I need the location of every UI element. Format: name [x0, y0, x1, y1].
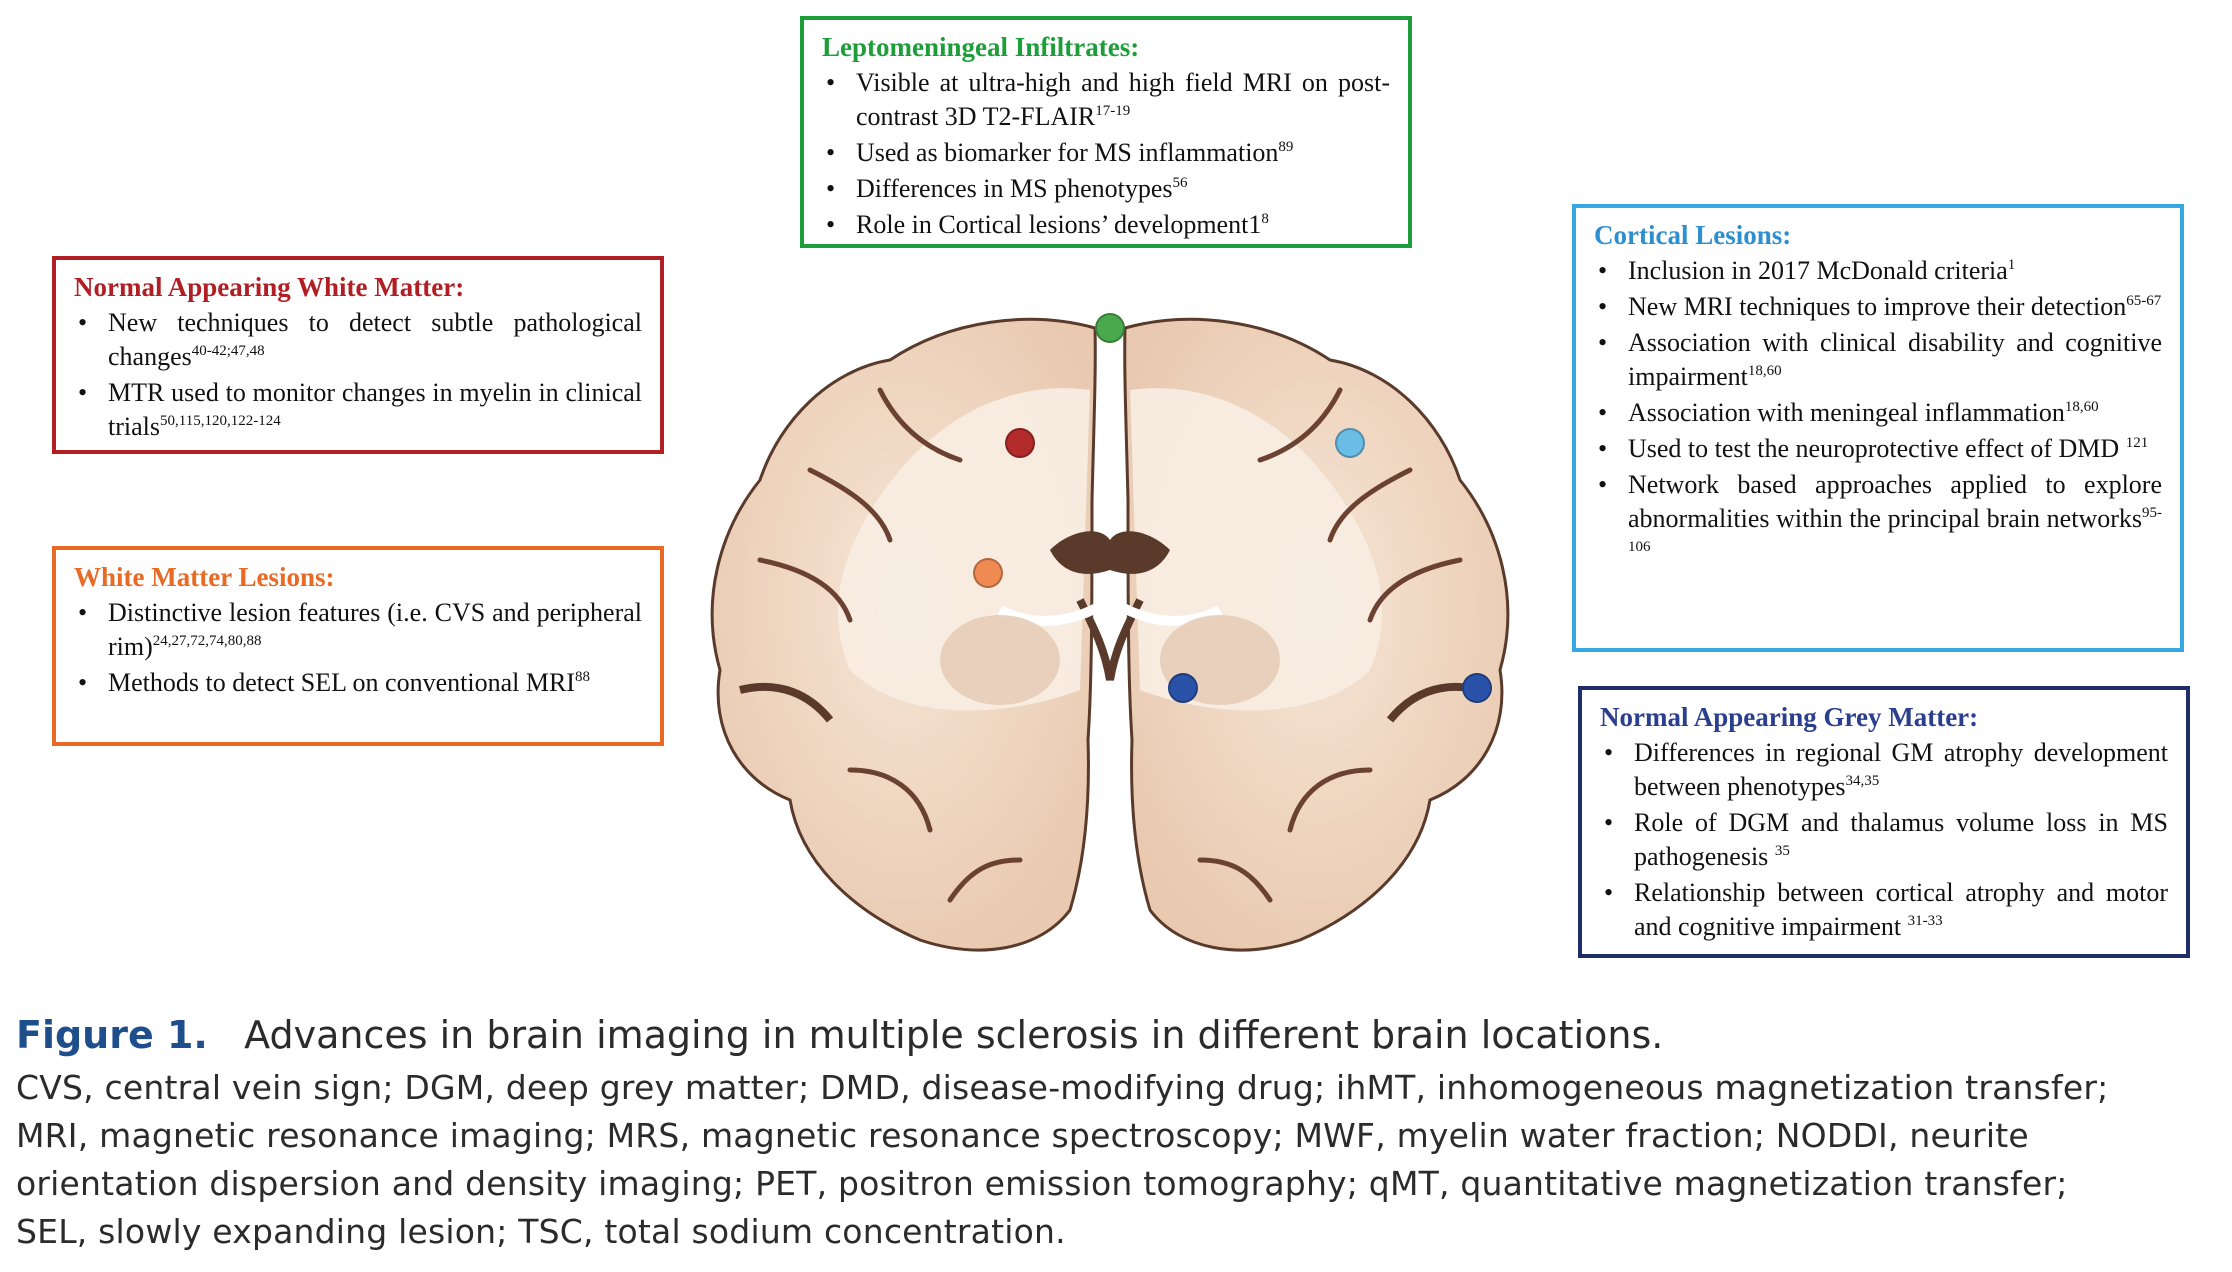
box-title: White Matter Lesions:	[74, 562, 335, 592]
brain-coronal-section-illustration	[710, 317, 1510, 952]
list-item: Role in Cortical lesions’ development18	[822, 208, 1390, 242]
wm-lesions-marker-dot	[973, 558, 1003, 588]
list-item: New MRI techniques to improve their dete…	[1594, 290, 2162, 324]
list-item: Relationship between cortical atrophy an…	[1600, 876, 2168, 944]
list-item: Association with meningeal inflammation1…	[1594, 396, 2162, 430]
nagm-marker-dot-deep	[1168, 673, 1198, 703]
box-title: Cortical Lesions:	[1594, 220, 1792, 250]
list-item: Differences in MS phenotypes56	[822, 172, 1390, 206]
figure-caption: Figure 1. Advances in brain imaging in m…	[16, 1010, 2216, 1256]
white-matter-lesions-box: White Matter Lesions: Distinctive lesion…	[52, 546, 664, 746]
box-title: Normal Appearing Grey Matter:	[1600, 702, 1979, 732]
list-item: Distinctive lesion features (i.e. CVS an…	[74, 596, 642, 664]
list-item: New techniques to detect subtle patholog…	[74, 306, 642, 374]
figure-label: Figure 1.	[16, 1013, 208, 1057]
list-item: Association with clinical disability and…	[1594, 326, 2162, 394]
list-item: Network based approaches applied to expl…	[1594, 468, 2162, 570]
caption-abbreviations-line: MRI, magnetic resonance imaging; MRS, ma…	[16, 1116, 2029, 1155]
list-item: Differences in regional GM atrophy devel…	[1600, 736, 2168, 804]
caption-abbreviations-line: SEL, slowly expanding lesion; TSC, total…	[16, 1212, 1066, 1251]
normal-appearing-white-matter-box: Normal Appearing White Matter: New techn…	[52, 256, 664, 454]
list-item: Methods to detect SEL on conventional MR…	[74, 666, 642, 700]
figure-panel: Leptomeningeal Infiltrates: Visible at u…	[0, 0, 2232, 990]
cortical-lesions-box: Cortical Lesions: Inclusion in 2017 McDo…	[1572, 204, 2184, 652]
caption-title-text: Advances in brain imaging in multiple sc…	[244, 1013, 1664, 1057]
caption-abbreviations-line: orientation dispersion and density imagi…	[16, 1164, 2068, 1203]
list-item: Visible at ultra-high and high field MRI…	[822, 66, 1390, 134]
normal-appearing-grey-matter-box: Normal Appearing Grey Matter: Difference…	[1578, 686, 2190, 958]
box-title: Normal Appearing White Matter:	[74, 272, 465, 302]
leptomeningeal-marker-dot	[1095, 313, 1125, 343]
nawm-marker-dot	[1005, 428, 1035, 458]
caption-title: Figure 1. Advances in brain imaging in m…	[16, 1010, 2216, 1060]
box-title: Leptomeningeal Infiltrates:	[822, 32, 1140, 62]
list-item: Used to test the neuroprotective effect …	[1594, 432, 2162, 466]
leptomeningeal-infiltrates-box: Leptomeningeal Infiltrates: Visible at u…	[800, 16, 1412, 248]
nagm-marker-dot-cortical	[1462, 673, 1492, 703]
list-item: Role of DGM and thalamus volume loss in …	[1600, 806, 2168, 874]
list-item: Used as biomarker for MS inflammation89	[822, 136, 1390, 170]
lateral-ventricles	[1050, 531, 1170, 574]
caption-abbreviations-line: CVS, central vein sign; DGM, deep grey m…	[16, 1068, 2109, 1107]
cortical-marker-dot	[1335, 428, 1365, 458]
list-item: Inclusion in 2017 McDonald criteria1	[1594, 254, 2162, 288]
list-item: MTR used to monitor changes in myelin in…	[74, 376, 642, 444]
